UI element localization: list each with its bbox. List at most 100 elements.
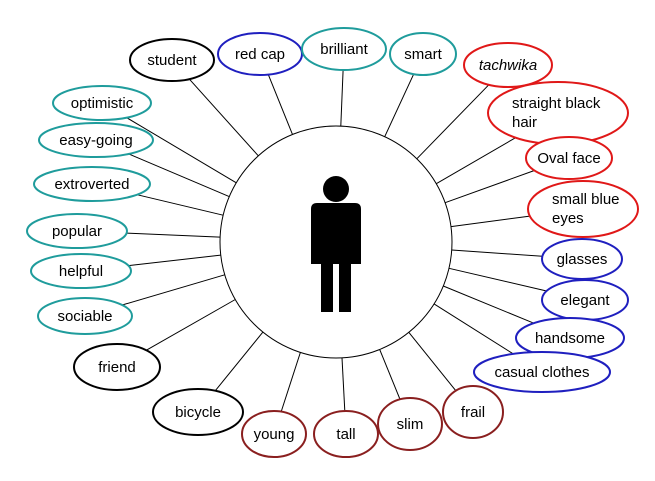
word-label-elegant: elegant	[560, 292, 610, 309]
word-node-sociable: sociable	[37, 297, 133, 335]
word-label-brilliant: brilliant	[320, 41, 368, 58]
spoke-oval-face	[444, 170, 535, 204]
spokes	[122, 69, 547, 412]
word-oval-slim	[377, 397, 443, 451]
word-oval-casual-clothes	[473, 351, 611, 393]
word-label-bicycle: bicycle	[175, 404, 221, 421]
spoke-straight-black-hair	[436, 137, 516, 185]
word-node-extroverted: extroverted	[33, 166, 151, 202]
spoke-sociable	[122, 274, 225, 306]
spoke-extroverted	[136, 194, 224, 216]
word-label-red-cap: red cap	[235, 46, 285, 63]
spoke-bicycle	[214, 331, 264, 392]
spoke-smart	[384, 73, 415, 137]
word-node-oval-face: Oval face	[525, 136, 613, 180]
word-node-elegant: elegant	[541, 279, 629, 321]
spoke-tall	[341, 357, 346, 412]
word-oval-optimistic	[52, 85, 152, 121]
word-node-young: young	[241, 410, 307, 458]
word-node-tall: tall	[313, 410, 379, 458]
word-label-sociable: sociable	[57, 308, 112, 325]
word-label-tall: tall	[336, 426, 355, 443]
word-node-helpful: helpful	[30, 253, 132, 289]
word-label-tachwika: tachwika	[479, 57, 537, 74]
word-oval-friend	[73, 343, 161, 391]
word-label-slim: slim	[397, 416, 424, 433]
spoke-casual-clothes	[433, 303, 514, 355]
word-oval-young	[241, 410, 307, 458]
word-oval-popular	[26, 213, 128, 249]
word-label-young: young	[254, 426, 295, 443]
center-hub	[219, 125, 453, 359]
word-oval-tachwika	[463, 42, 553, 88]
word-label-student: student	[147, 52, 197, 69]
word-label-smart: smart	[404, 46, 442, 63]
word-node-handsome: handsome	[515, 317, 625, 359]
word-oval-extroverted	[33, 166, 151, 202]
spoke-red-cap	[267, 74, 293, 135]
spoke-frail	[408, 331, 457, 392]
word-node-smart: smart	[389, 32, 457, 76]
word-node-casual-clothes: casual clothes	[473, 351, 611, 393]
word-node-student: student	[129, 38, 215, 82]
spoke-optimistic	[126, 117, 237, 184]
word-label-optimistic: optimistic	[71, 95, 134, 112]
word-oval-small-blue-eyes	[527, 180, 639, 238]
word-node-optimistic: optimistic	[52, 85, 152, 121]
word-node-friend: friend	[73, 343, 161, 391]
word-node-bicycle: bicycle	[152, 388, 244, 436]
spoke-young	[280, 352, 301, 412]
spoke-tachwika	[416, 84, 490, 160]
word-oval-tall	[313, 410, 379, 458]
word-oval-easy-going	[38, 122, 154, 158]
spoke-easy-going	[128, 153, 230, 198]
spoke-popular	[126, 232, 221, 238]
word-label-friend: friend	[98, 359, 136, 376]
word-oval-smart	[389, 32, 457, 76]
word-oval-helpful	[30, 253, 132, 289]
word-oval-brilliant	[301, 27, 387, 71]
word-oval-bicycle	[152, 388, 244, 436]
person-icon	[311, 176, 361, 312]
word-oval-student	[129, 38, 215, 82]
word-node-brilliant: brilliant	[301, 27, 387, 71]
word-label-helpful: helpful	[59, 263, 103, 280]
word-node-easy-going: easy-going	[38, 122, 154, 158]
word-oval-glasses	[541, 238, 623, 280]
word-oval-frail	[442, 385, 504, 439]
word-nodes: student red cap brilliant smart tachwika stra…	[26, 27, 639, 458]
word-node-glasses: glasses	[541, 238, 623, 280]
spoke-helpful	[128, 254, 221, 267]
spoke-slim	[379, 349, 401, 400]
word-node-popular: popular	[26, 213, 128, 249]
word-label-frail: frail	[461, 404, 485, 421]
spoke-brilliant	[340, 69, 344, 127]
word-label-easy-going: easy-going	[59, 132, 132, 149]
word-oval-sociable	[37, 297, 133, 335]
spoke-handsome	[443, 285, 534, 324]
spoke-glasses	[451, 249, 543, 257]
word-oval-oval-face	[525, 136, 613, 180]
word-node-slim: slim	[377, 397, 443, 451]
word-label-oval-face: Oval face	[537, 150, 600, 167]
word-label-extroverted: extroverted	[54, 176, 129, 193]
word-oval-red-cap	[217, 32, 303, 76]
word-label-glasses: glasses	[557, 251, 608, 268]
word-label-popular: popular	[52, 223, 102, 240]
spoke-elegant	[448, 267, 547, 292]
word-node-red-cap: red cap	[217, 32, 303, 76]
word-oval-straight-black-hair	[487, 81, 629, 145]
spoke-student	[188, 78, 259, 157]
word-node-tachwika: tachwika	[463, 42, 553, 88]
word-node-frail: frail	[442, 385, 504, 439]
word-label-handsome: handsome	[535, 330, 605, 347]
spoke-small-blue-eyes	[450, 215, 530, 228]
spoke-friend	[146, 299, 236, 351]
word-label-casual-clothes: casual clothes	[494, 364, 589, 381]
